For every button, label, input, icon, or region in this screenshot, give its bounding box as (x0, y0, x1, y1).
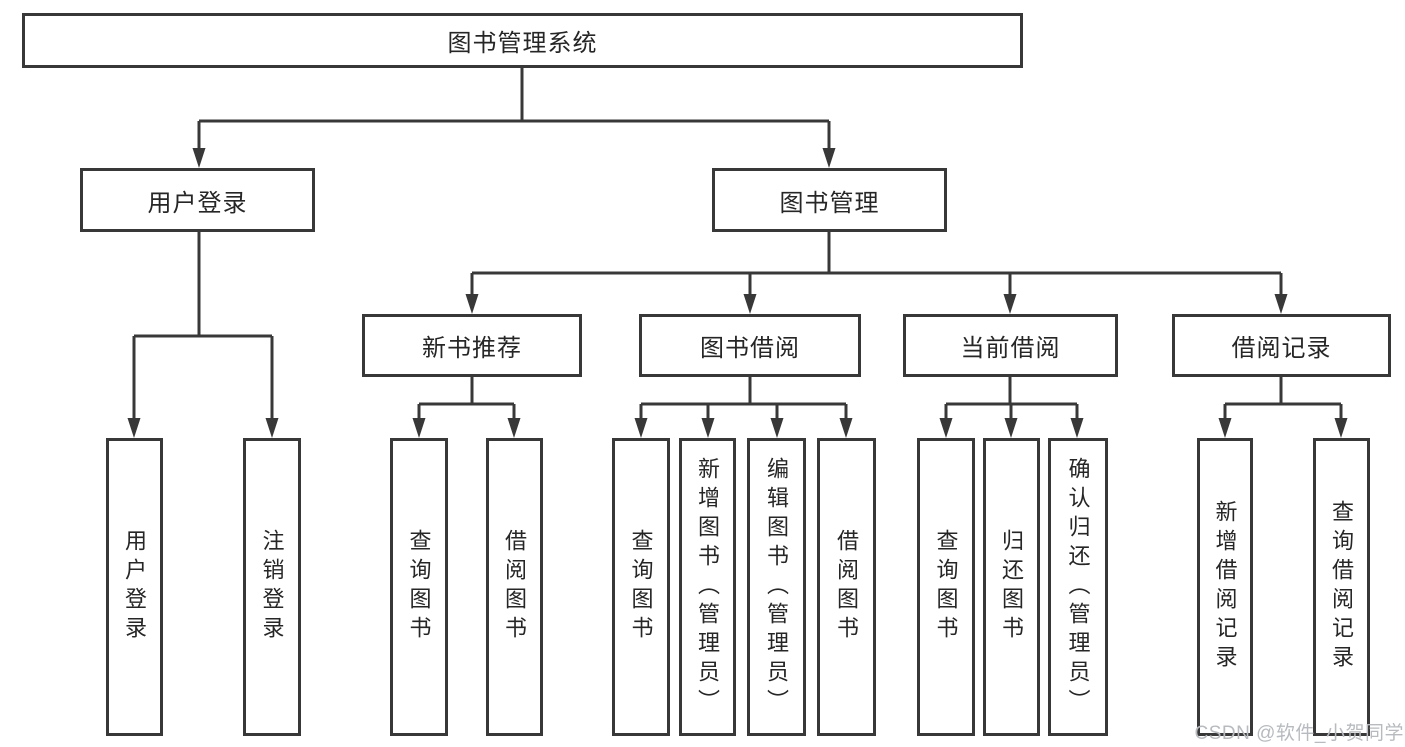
node-label: 新书推荐 (422, 335, 522, 362)
leaf-query-books-2: 查询图书 (612, 438, 670, 736)
leaf-label: 编辑图书（管理员） (764, 456, 790, 718)
leaf-label: 新增图书（管理员） (695, 456, 721, 718)
leaf-user-login: 用户登录 (106, 438, 163, 736)
arrowhead-icon (1334, 418, 1348, 438)
node-label: 图书借阅 (700, 335, 800, 362)
leaf-confirm-return-admin: 确认归还（管理员） (1048, 438, 1108, 736)
arrowhead-icon (507, 418, 521, 438)
arrowhead-icon (1218, 418, 1232, 438)
connector-borrowing-to-leaves (639, 377, 848, 420)
node-borrowing-records: 借阅记录 (1172, 314, 1391, 377)
leaf-query-borrow-record: 查询借阅记录 (1313, 438, 1370, 736)
leaf-return-books: 归还图书 (983, 438, 1040, 736)
leaf-add-borrow-record: 新增借阅记录 (1197, 438, 1253, 736)
leaf-label: 注销登录 (259, 529, 285, 645)
leaf-label: 确认归还（管理员） (1065, 456, 1091, 718)
connector-mgmt-to-level3 (470, 232, 1283, 296)
leaf-query-books-1: 查询图书 (390, 438, 448, 736)
leaf-label: 查询图书 (406, 529, 432, 645)
leaf-label: 借阅图书 (502, 529, 528, 645)
node-label: 借阅记录 (1231, 335, 1332, 362)
node-new-book-recommend: 新书推荐 (362, 314, 582, 377)
node-library-management-system: 图书管理系统 (22, 13, 1023, 68)
leaf-borrow-books-2: 借阅图书 (817, 438, 876, 736)
watermark: CSDN @软件_小贺同学 (1194, 723, 1404, 744)
connector-login-to-leaves (132, 232, 274, 420)
leaf-label: 查询借阅记录 (1329, 500, 1355, 674)
arrowhead-icon (265, 418, 279, 438)
connector-records-to-leaves (1223, 377, 1343, 420)
node-label: 用户登录 (147, 189, 248, 217)
leaf-query-books-3: 查询图书 (917, 438, 975, 736)
node-current-borrowing: 当前借阅 (903, 314, 1118, 377)
leaf-label: 查询图书 (628, 529, 654, 645)
leaf-label: 查询图书 (933, 529, 959, 645)
arrowhead-icon (192, 148, 206, 168)
leaf-edit-books-admin: 编辑图书（管理员） (747, 438, 806, 736)
arrowhead-icon (1070, 418, 1084, 438)
arrowhead-icon (822, 148, 836, 168)
leaf-label: 归还图书 (999, 529, 1025, 645)
node-book-management: 图书管理 (712, 168, 947, 232)
leaf-label: 借阅图书 (834, 529, 860, 645)
arrowhead-icon (770, 418, 784, 438)
connector-recommend-to-leaves (417, 377, 516, 420)
arrowhead-icon (701, 418, 715, 438)
leaf-add-books-admin: 新增图书（管理员） (679, 438, 736, 736)
arrowhead-icon (127, 418, 141, 438)
arrowhead-icon (412, 418, 426, 438)
arrowhead-icon (634, 418, 648, 438)
node-label: 图书管理系统 (447, 30, 598, 57)
arrowhead-icon (1004, 418, 1018, 438)
node-label: 当前借阅 (960, 335, 1061, 362)
arrowhead-icon (839, 418, 853, 438)
leaf-logout: 注销登录 (243, 438, 301, 736)
arrowhead-icon (743, 294, 757, 314)
node-label: 图书管理 (779, 189, 880, 217)
leaf-label: 用户登录 (122, 529, 148, 645)
arrowhead-icon (939, 418, 953, 438)
arrowhead-icon (1003, 294, 1017, 314)
leaf-label: 新增借阅记录 (1212, 500, 1238, 674)
node-user-login: 用户登录 (80, 168, 315, 232)
arrowhead-icon (465, 294, 479, 314)
connector-current-to-leaves (944, 377, 1079, 420)
leaf-borrow-books-1: 借阅图书 (486, 438, 543, 736)
arrowhead-icon (1274, 294, 1288, 314)
node-book-borrowing: 图书借阅 (639, 314, 861, 377)
connector-root-to-level2 (197, 68, 831, 150)
